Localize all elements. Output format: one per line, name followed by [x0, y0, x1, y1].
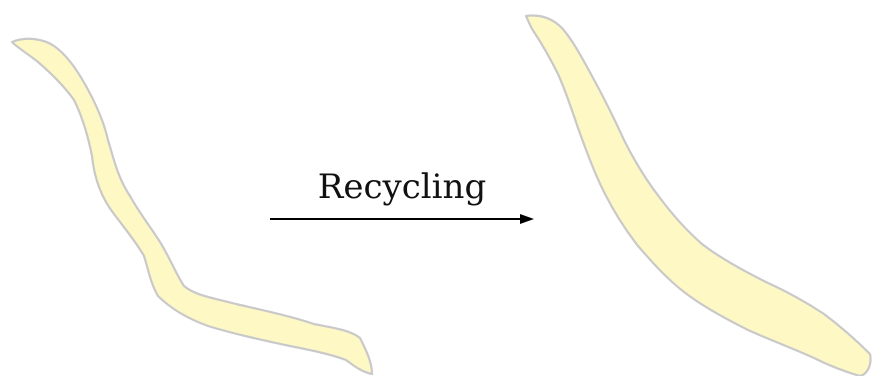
material-strip-after	[526, 16, 871, 376]
arrow-head-icon	[520, 214, 534, 224]
process-label: Recycling	[318, 167, 486, 207]
